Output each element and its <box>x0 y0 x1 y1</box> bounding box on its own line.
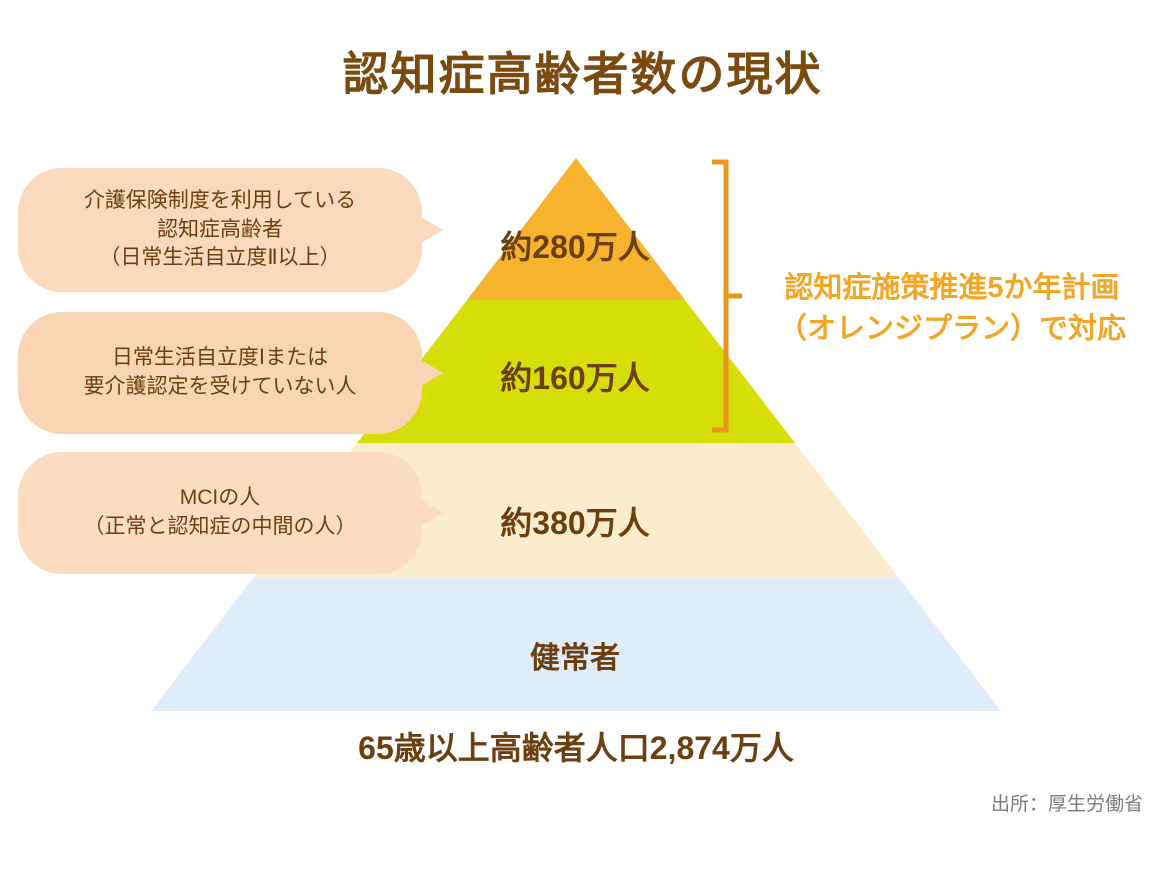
callout-2-tail-icon <box>421 500 443 526</box>
callout-2-line-0: MCIの人 <box>179 486 261 510</box>
pyramid-tier-0 <box>467 158 685 300</box>
callout-care-insurance-users: 介護保険制度を利用している 認知症高齢者 （日常生活自立度Ⅱ以上） <box>18 168 443 292</box>
callout-independence-level-1: 日常生活自立度Ⅰまたは 要介護認定を受けていない人 <box>18 312 443 434</box>
pyramid-tier-3 <box>151 578 1001 711</box>
callout-0-line-2: （日常生活自立度Ⅱ以上） <box>99 246 341 270</box>
callout-2-text: MCIの人 （正常と認知症の中間の人） <box>84 484 357 542</box>
pyramid-tier-1-label: 約160万人 <box>500 360 650 396</box>
callout-1-line-0: 日常生活自立度Ⅰまたは <box>111 346 329 370</box>
callout-mci-people: MCIの人 （正常と認知症の中間の人） <box>18 452 443 574</box>
callout-1-tail-icon <box>421 360 443 386</box>
page-title: 認知症高齢者数の現状 <box>342 48 823 100</box>
callout-1-line-1: 要介護認定を受けていない人 <box>83 375 357 398</box>
callout-0-line-0: 介護保険制度を利用している <box>83 188 357 212</box>
total-population-label: 65歳以上高齢者人口2,874万人 <box>358 730 794 766</box>
annotation-line-1: （オレンジプラン）で対応 <box>777 313 1126 346</box>
pyramid-tier-2-label: 約380万人 <box>500 505 650 541</box>
callout-0-line-1: 認知症高齢者 <box>157 217 283 241</box>
pyramid-tier-0-label: 約280万人 <box>500 229 650 265</box>
annotation-bracket-icon <box>708 158 748 434</box>
pyramid-tier-3-label: 健常者 <box>530 642 620 675</box>
pyramid-tier-1 <box>357 300 795 443</box>
source-note: 出所：厚生労働省 <box>990 794 1143 815</box>
orange-plan-annotation: 認知症施策推進5か年計画 （オレンジプラン）で対応 <box>742 268 1162 350</box>
callout-0-text: 介護保険制度を利用している 認知症高齢者 （日常生活自立度Ⅱ以上） <box>84 187 356 274</box>
callout-0-tail-icon <box>421 217 443 243</box>
callout-1-text: 日常生活自立度Ⅰまたは 要介護認定を受けていない人 <box>84 344 357 402</box>
annotation-line-0: 認知症施策推進5か年計画 <box>784 272 1120 304</box>
callout-2-line-1: （正常と認知症の中間の人） <box>83 515 357 538</box>
